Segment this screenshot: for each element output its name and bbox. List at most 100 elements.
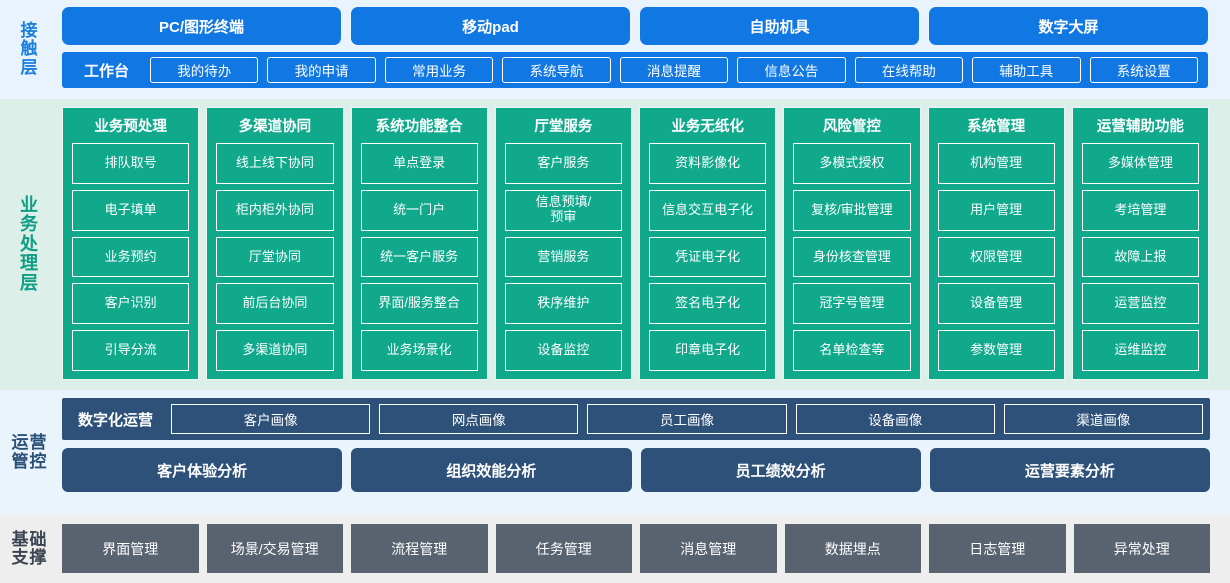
nav-button[interactable]: 辅助工具 [972, 57, 1081, 83]
business-item[interactable]: 电子填单 [72, 189, 190, 231]
business-item[interactable]: 客户服务 [504, 143, 622, 184]
business-item[interactable]: 资料影像化 [649, 143, 767, 184]
digital-operations-title: 数字化运营 [78, 411, 154, 429]
foundation-box[interactable]: 场景/交易管理 [206, 524, 343, 573]
business-item[interactable]: 多媒体管理 [1081, 143, 1199, 184]
nav-button[interactable]: 我的待办 [150, 57, 259, 83]
analysis-box[interactable]: 组织效能分析 [351, 448, 632, 492]
contact-layer-label-char: 接 [20, 20, 38, 40]
business-item[interactable]: 名单检查等 [793, 330, 911, 371]
analysis-box[interactable]: 员工绩效分析 [640, 448, 921, 492]
business-column-title: 多渠道协同 [238, 119, 312, 135]
channel-chip[interactable]: 移动pad [351, 7, 630, 45]
business-item[interactable]: 界面/服务整合 [360, 283, 478, 325]
portrait-box[interactable]: 设备画像 [795, 404, 995, 434]
business-layer-label-char: 理 [20, 253, 38, 274]
business-column: 多渠道协同线上线下协同柜内柜外协同厅堂协同前后台协同多渠道协同 [206, 107, 344, 380]
foundation-box[interactable]: 数据埋点 [784, 524, 921, 573]
business-item[interactable]: 用户管理 [937, 189, 1055, 231]
business-item[interactable]: 业务场景化 [360, 330, 478, 371]
nav-button[interactable]: 我的申请 [267, 57, 376, 83]
business-item[interactable]: 权限管理 [937, 236, 1055, 278]
business-layer-label: 业务处理层 [0, 99, 58, 390]
business-item[interactable]: 营销服务 [504, 236, 622, 278]
foundation-box[interactable]: 流程管理 [351, 524, 488, 573]
nav-button[interactable]: 系统导航 [502, 57, 611, 83]
business-item[interactable]: 机构管理 [937, 143, 1055, 184]
operations-layer-label-char: 运 [11, 433, 29, 453]
business-item[interactable]: 复核/审批管理 [793, 189, 911, 231]
operations-layer-body: 数字化运营 客户画像网点画像员工画像设备画像渠道画像 客户体验分析组织效能分析员… [58, 390, 1230, 515]
business-item[interactable]: 引导分流 [72, 330, 190, 371]
business-item[interactable]: 设备监控 [504, 330, 622, 371]
foundation-box[interactable]: 消息管理 [640, 524, 777, 573]
business-item[interactable]: 冠字号管理 [793, 283, 911, 325]
portrait-box[interactable]: 渠道画像 [1003, 404, 1204, 434]
business-column: 业务预处理排队取号电子填单业务预约客户识别引导分流 [62, 107, 200, 380]
business-item[interactable]: 运维监控 [1081, 330, 1199, 371]
channel-chip[interactable]: PC/图形终端 [62, 7, 341, 45]
workbench-bar: 工作台 我的待办我的申请常用业务系统导航消息提醒信息公告在线帮助辅助工具系统设置 [62, 52, 1208, 88]
nav-button[interactable]: 在线帮助 [854, 57, 964, 83]
analysis-box[interactable]: 运营要素分析 [929, 448, 1210, 492]
business-item[interactable]: 凭证电子化 [649, 236, 767, 278]
business-item[interactable]: 设备管理 [937, 283, 1055, 325]
business-item[interactable]: 单点登录 [360, 143, 478, 184]
foundation-layer-label-char: 基 [11, 529, 29, 549]
business-item[interactable]: 签名电子化 [649, 283, 767, 325]
business-item[interactable]: 客户识别 [72, 283, 190, 325]
business-item[interactable]: 故障上报 [1081, 236, 1199, 278]
business-item[interactable]: 业务预约 [72, 236, 190, 278]
nav-button[interactable]: 常用业务 [384, 57, 494, 83]
portrait-box[interactable]: 网点画像 [379, 404, 579, 434]
contact-layer-label-char: 触 [20, 39, 38, 59]
nav-button[interactable]: 系统设置 [1089, 57, 1198, 83]
business-column: 业务无纸化资料影像化信息交互电子化凭证电子化签名电子化印章电子化 [639, 107, 777, 380]
foundation-layer-body: 界面管理场景/交易管理流程管理任务管理消息管理数据埋点日志管理异常处理 [58, 515, 1230, 583]
nav-button[interactable]: 消息提醒 [619, 57, 729, 83]
foundation-box[interactable]: 日志管理 [929, 524, 1066, 573]
analysis-box[interactable]: 客户体验分析 [62, 448, 343, 492]
business-item[interactable]: 厅堂协同 [216, 236, 334, 278]
operations-layer-label-char: 营 [29, 433, 47, 453]
business-item[interactable]: 参数管理 [937, 330, 1055, 371]
business-item[interactable]: 信息预填/ 预审 [504, 189, 622, 231]
business-column-title: 业务无纸化 [671, 119, 744, 135]
business-item[interactable]: 秩序维护 [504, 283, 622, 325]
business-item[interactable]: 柜内柜外协同 [216, 189, 334, 231]
business-item[interactable]: 多模式授权 [793, 143, 911, 184]
workbench-title: 工作台 [84, 62, 130, 80]
portrait-box[interactable]: 客户画像 [171, 404, 371, 434]
business-item[interactable]: 多渠道协同 [216, 330, 334, 371]
analysis-row: 客户体验分析组织效能分析员工绩效分析运营要素分析 [62, 448, 1210, 492]
channel-chip[interactable]: 数字大屏 [929, 7, 1208, 45]
contact-layer-body: PC/图形终端移动pad 自助机具数字大屏 工作台 我的待办我的申请常用业务系统导… [58, 0, 1230, 99]
business-layer-label-char: 务 [20, 214, 38, 235]
business-item[interactable]: 身份核查管理 [793, 236, 911, 278]
business-column: 系统功能整合单点登录统一门户统一客户服务界面/服务整合业务场景化 [350, 107, 488, 380]
business-item[interactable]: 印章电子化 [649, 330, 767, 371]
business-item[interactable]: 统一门户 [360, 189, 478, 231]
foundation-box[interactable]: 任务管理 [495, 524, 632, 573]
business-item[interactable]: 统一客户服务 [360, 236, 478, 278]
foundation-box[interactable]: 界面管理 [62, 524, 199, 573]
business-layer-body: 业务预处理排队取号电子填单业务预约客户识别引导分流多渠道协同线上线下协同柜内柜外… [58, 99, 1230, 390]
operations-layer-label-char: 控 [29, 451, 47, 471]
contact-layer-label: 接触层 [0, 0, 58, 99]
business-layer: 业务处理层 业务预处理排队取号电子填单业务预约客户识别引导分流多渠道协同线上线下… [0, 99, 1230, 390]
operations-layer-label: 运营管控 [0, 390, 58, 515]
portrait-box[interactable]: 员工画像 [587, 404, 787, 434]
business-item[interactable]: 排队取号 [72, 143, 190, 184]
business-item[interactable]: 前后台协同 [216, 283, 334, 325]
business-item[interactable]: 信息交互电子化 [649, 189, 767, 231]
nav-button[interactable]: 信息公告 [737, 57, 846, 83]
business-column-title: 运营辅助功能 [1096, 119, 1184, 135]
business-item[interactable]: 运营监控 [1081, 283, 1199, 325]
business-columns: 业务预处理排队取号电子填单业务预约客户识别引导分流多渠道协同线上线下协同柜内柜外… [62, 107, 1209, 380]
foundation-box[interactable]: 异常处理 [1073, 524, 1210, 573]
business-item[interactable]: 考培管理 [1081, 189, 1199, 231]
business-item[interactable]: 线上线下协同 [216, 143, 334, 184]
channel-chip[interactable]: 自助机具 [640, 7, 919, 45]
business-column: 运营辅助功能多媒体管理考培管理故障上报运营监控运维监控 [1071, 107, 1209, 380]
